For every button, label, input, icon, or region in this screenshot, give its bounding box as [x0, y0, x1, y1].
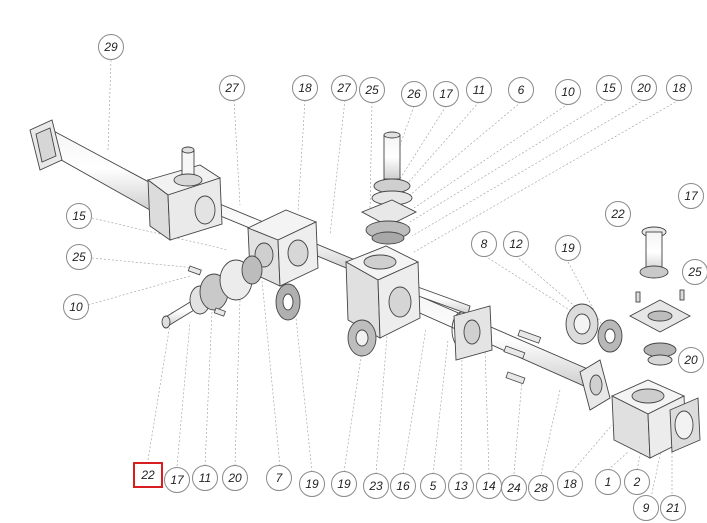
callout-27: 27 — [331, 75, 357, 101]
callout-20: 20 — [678, 347, 704, 373]
callout-19: 19 — [331, 471, 357, 497]
callout-15: 15 — [66, 203, 92, 229]
bearing-covers — [565, 303, 623, 353]
callout-23: 23 — [363, 473, 389, 499]
callout-6: 6 — [508, 77, 534, 103]
callout-25: 25 — [66, 244, 92, 270]
callout-8: 8 — [471, 231, 497, 257]
callout-25: 25 — [359, 77, 385, 103]
right-tube-flange — [579, 359, 611, 411]
gearbox-central — [344, 245, 421, 339]
callout-18: 18 — [557, 471, 583, 497]
callout-20: 20 — [631, 75, 657, 101]
leader-lines — [87, 59, 680, 499]
callout-25: 25 — [682, 259, 707, 285]
callout-26: 26 — [401, 81, 427, 107]
gearbox-upper-left — [147, 146, 223, 241]
callout-24: 24 — [501, 475, 527, 501]
callout-1: 1 — [595, 469, 621, 495]
callout-9: 9 — [633, 495, 659, 521]
callout-20: 20 — [222, 465, 248, 491]
callout-21: 21 — [660, 495, 686, 521]
callout-10: 10 — [63, 294, 89, 320]
callout-22: 22 — [605, 201, 631, 227]
right-vertical-stack — [629, 226, 691, 366]
callout-10: 10 — [555, 79, 581, 105]
callout-19: 19 — [555, 235, 581, 261]
callout-18: 18 — [292, 75, 318, 101]
callout-5: 5 — [420, 473, 446, 499]
circlip-and-flange — [451, 305, 493, 361]
gearbox-right — [610, 379, 701, 459]
callout-11: 11 — [192, 465, 218, 491]
callout-13: 13 — [448, 473, 474, 499]
keys-and-pins — [187, 265, 542, 385]
callout-15: 15 — [596, 75, 622, 101]
callout-22-selected[interactable]: 22 — [133, 462, 163, 488]
callout-29: 29 — [98, 34, 124, 60]
callout-18: 18 — [666, 75, 692, 101]
callout-17: 17 — [433, 81, 459, 107]
callout-19: 19 — [299, 471, 325, 497]
callout-7: 7 — [266, 465, 292, 491]
vertical-input-assembly — [360, 131, 418, 245]
callout-12: 12 — [503, 231, 529, 257]
bevel-gear-lower — [347, 319, 377, 357]
callout-2: 2 — [624, 469, 650, 495]
callout-14: 14 — [476, 473, 502, 499]
callout-27: 27 — [219, 75, 245, 101]
callout-11: 11 — [466, 77, 492, 103]
callout-17: 17 — [678, 183, 704, 209]
callout-28: 28 — [528, 475, 554, 501]
left-output-assembly — [161, 255, 301, 329]
callout-16: 16 — [390, 473, 416, 499]
callout-17: 17 — [164, 467, 190, 493]
